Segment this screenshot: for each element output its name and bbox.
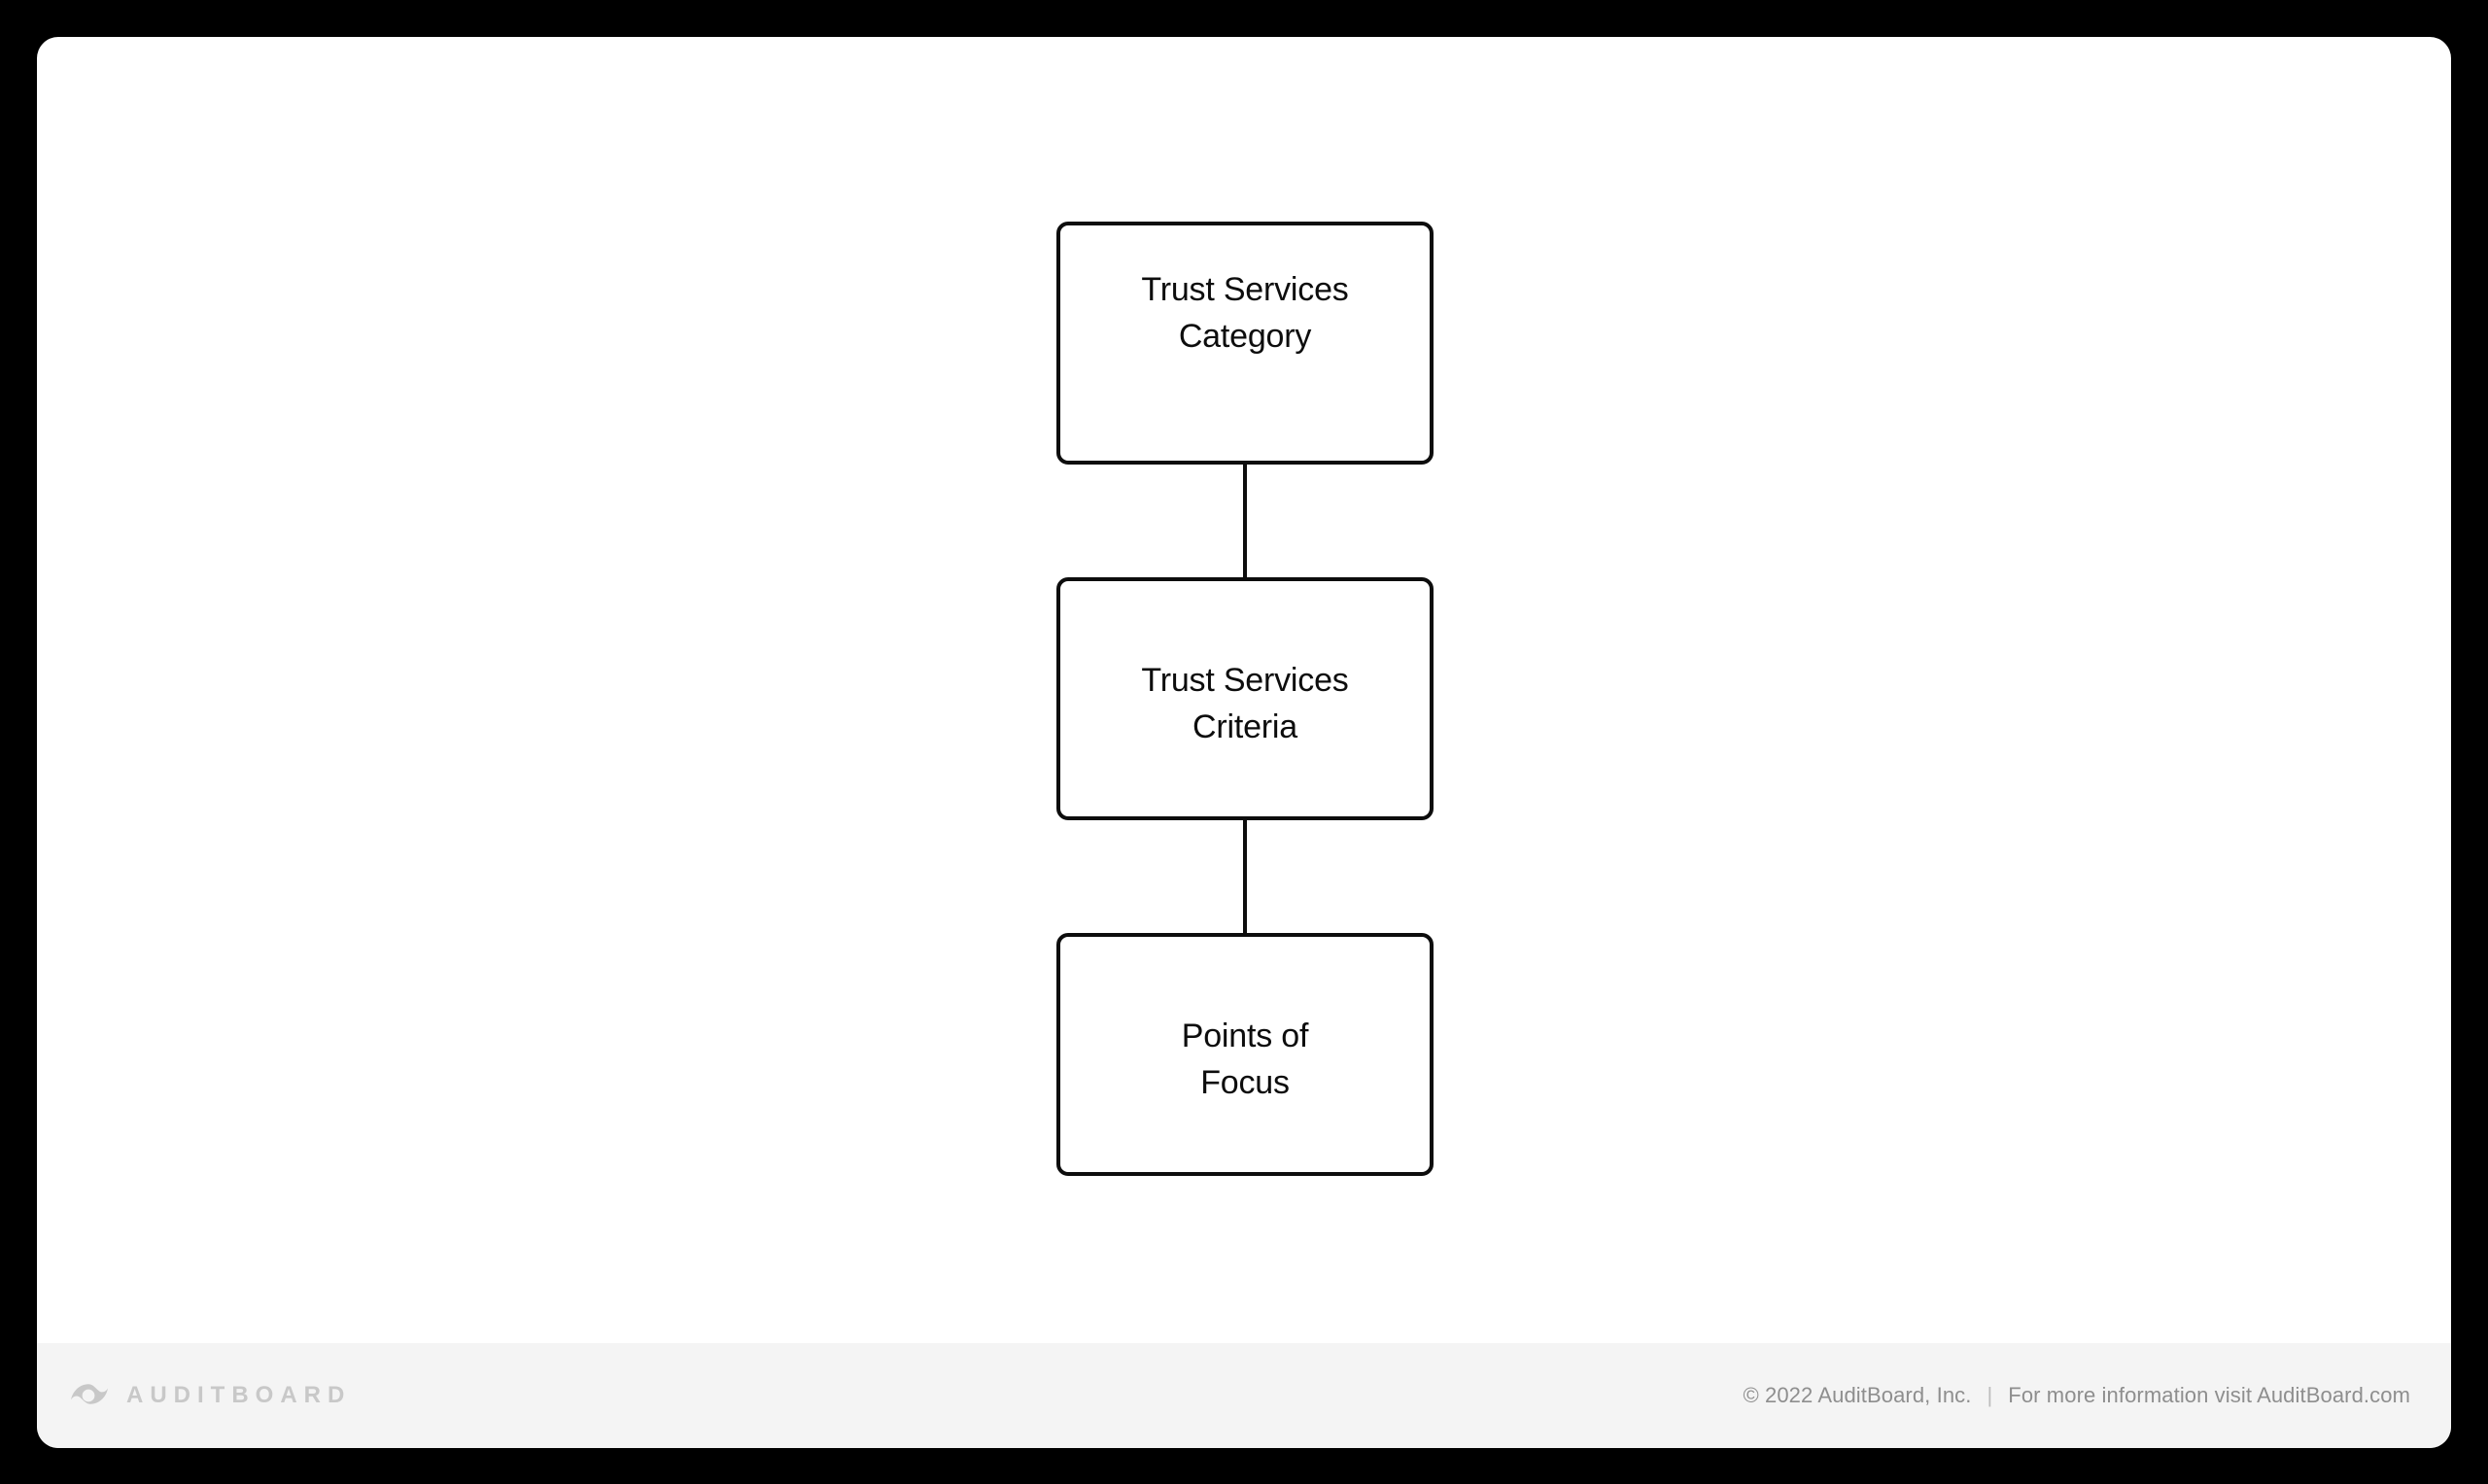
diagram-node-trust-services-criteria[interactable]: Trust Services Criteria — [1056, 577, 1434, 820]
diagram-node-trust-services-category[interactable]: Trust Services Category — [1056, 222, 1434, 465]
page-card: Trust Services Category Trust Services C… — [37, 37, 2451, 1448]
diagram-canvas: Trust Services Category Trust Services C… — [37, 37, 2451, 1343]
node-label: Points of Focus — [1181, 1018, 1309, 1101]
node-label: Trust Services Category — [1141, 271, 1349, 355]
footer-legal: © 2022 AuditBoard, Inc. | For more infor… — [1743, 1383, 2410, 1408]
auditboard-eye-icon — [71, 1384, 108, 1404]
auditboard-logo: AUDITBOARD — [68, 1381, 351, 1410]
auditboard-wordmark: AUDITBOARD — [126, 1382, 352, 1408]
more-information-text: For more information visit AuditBoard.co… — [2008, 1383, 2410, 1407]
footer-bar: AUDITBOARD © 2022 AuditBoard, Inc. | For… — [37, 1343, 2451, 1448]
connector-criteria-to-points-of-focus — [1243, 818, 1247, 935]
diagram-node-points-of-focus[interactable]: Points of Focus — [1056, 933, 1434, 1176]
connector-category-to-criteria — [1243, 463, 1247, 579]
copyright-text: © 2022 AuditBoard, Inc. — [1743, 1383, 1972, 1407]
node-label: Trust Services Criteria — [1141, 662, 1349, 745]
legal-separator: | — [1987, 1383, 1993, 1407]
